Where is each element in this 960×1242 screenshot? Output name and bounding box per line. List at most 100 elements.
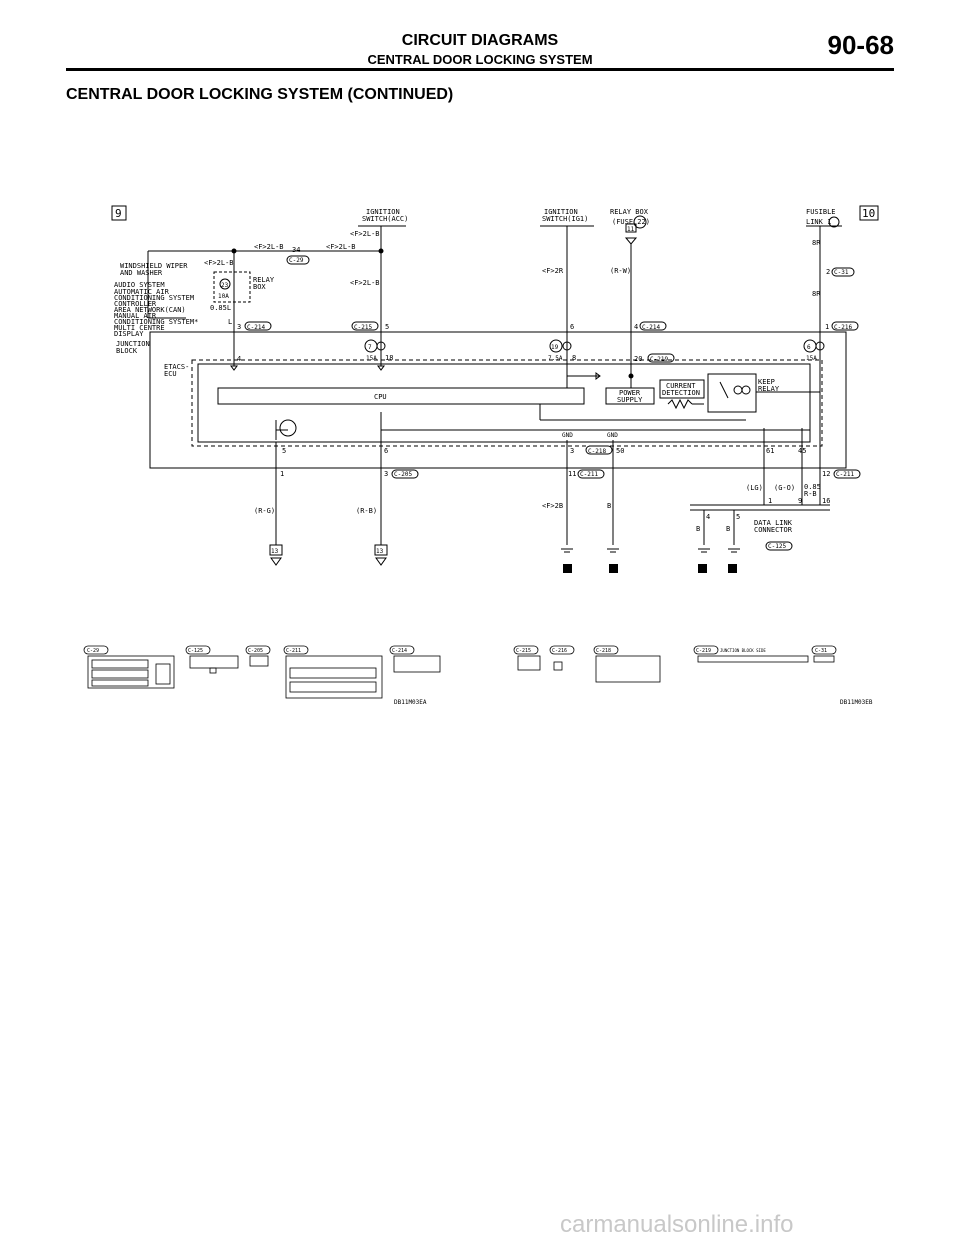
- fuse23: 23: [221, 282, 229, 289]
- ref-13a: 13: [271, 548, 279, 555]
- wire-f2lb-2: <F>2L-B: [254, 243, 284, 251]
- pin-5b: 5: [282, 447, 286, 455]
- face-c214: C-214: [392, 648, 407, 654]
- pin-18: 18: [385, 354, 393, 362]
- fuse19-amp: 7.5A: [548, 355, 563, 362]
- gnd-2: GND: [607, 432, 618, 439]
- ign-acc-2: SWITCH(ACC): [362, 215, 408, 223]
- face-c215: C-215: [516, 648, 531, 654]
- gnd-1: GND: [562, 432, 573, 439]
- fuse7: 7: [368, 344, 372, 351]
- fuse6: 6: [807, 344, 811, 351]
- conn-c218: C-218: [588, 448, 606, 455]
- pin-1c: 1: [280, 470, 284, 478]
- sheet-label-left: 9: [115, 207, 122, 220]
- load-5: CONTROLLER: [114, 300, 157, 308]
- load-2: AUDIO SYSTEM: [114, 281, 165, 289]
- watermark: carmanualsonline.info: [560, 1211, 794, 1238]
- junction-block-side: JUNCTION BLOCK SIDE: [720, 648, 766, 653]
- conn-c216: C-216: [834, 324, 852, 331]
- pin-5-dlc: 5: [736, 513, 740, 521]
- current-detection-1: CURRENT: [666, 382, 696, 390]
- data-link-2: CONNECTOR: [754, 526, 793, 534]
- header-title: CIRCUIT DIAGRAMS: [401, 32, 559, 49]
- ground-ref-1: 6: [611, 565, 616, 574]
- pin-9: 9: [798, 497, 802, 505]
- conn-c211-b: C-211: [836, 471, 854, 478]
- figure-code-right: DB11M03EB: [840, 699, 873, 706]
- pin-61: 61: [766, 447, 774, 455]
- power-supply-2: SUPPLY: [617, 396, 643, 404]
- cpu-label: CPU: [374, 393, 387, 401]
- conn-c219: C-219: [650, 356, 668, 363]
- fuse19: 19: [551, 344, 559, 351]
- face-c216: C-216: [552, 648, 567, 654]
- pin-1: 1: [825, 323, 829, 331]
- load-3: AUTOMATIC AIR: [114, 288, 170, 296]
- pin-8: 8: [572, 354, 576, 362]
- conn-c29: C-29: [289, 257, 304, 264]
- load-0: WINDSHIELD WIPER: [120, 262, 188, 270]
- pin-34: 34: [292, 246, 300, 254]
- load-8: CONDITIONING SYSTEM*: [114, 318, 198, 326]
- relay-box-1: RELAY: [253, 276, 275, 284]
- load-6: AREA NETWORK(CAN): [114, 306, 186, 314]
- pin-45: 45: [798, 447, 806, 455]
- conn-c205: C-205: [394, 471, 412, 478]
- keep-relay-2: RELAY: [758, 385, 780, 393]
- face-c205: C-205: [248, 648, 263, 654]
- ground-ref-2: 5: [700, 565, 705, 574]
- conn-c125: C-125: [768, 543, 786, 550]
- fusible-link-2: LINK 1: [806, 218, 831, 226]
- relay-box-top-2: (FUSE 22): [612, 218, 650, 226]
- pin-16: 16: [822, 497, 830, 505]
- pin-50: 50: [616, 447, 624, 455]
- ign-ig1-1: IGNITION: [544, 208, 578, 216]
- wire-b-2: B: [696, 525, 700, 533]
- wire-b-3: B: [726, 525, 730, 533]
- etacs-2: ECU: [164, 370, 177, 378]
- ground-ref-0: 5: [565, 565, 570, 574]
- load-1: AND WASHER: [120, 269, 163, 277]
- fuse7-amp: 15A: [366, 355, 377, 362]
- pin-3b: 3: [384, 470, 388, 478]
- wire-8r-1: 8R: [812, 239, 821, 247]
- face-c125: C-125: [188, 648, 203, 654]
- load-10: DISPLAY: [114, 330, 144, 338]
- pin-6b: 6: [384, 447, 388, 455]
- load-7: MANUAL AIR: [114, 312, 157, 320]
- sheet-marker-right: [859, 205, 879, 221]
- wire-8r-2: 8R: [812, 290, 821, 298]
- wire-go: (G-O): [774, 484, 795, 492]
- pin-5: 5: [385, 323, 389, 331]
- wire-085l: 0.85L: [210, 304, 231, 312]
- pin-11: 11: [568, 470, 576, 478]
- ign-ig1-2: SWITCH(IG1): [542, 215, 588, 223]
- wire-f2lb-1: <F>2L-B: [350, 230, 380, 238]
- pin-4: 4: [634, 323, 638, 331]
- fusible-link-1: FUSIBLE: [806, 208, 836, 216]
- face-c218: C-218: [596, 648, 611, 654]
- face-c219: C-219: [696, 648, 711, 654]
- relay-box-top-1: RELAY BOX: [610, 208, 649, 216]
- pin-6: 6: [570, 323, 574, 331]
- wire-rg: (R-G): [254, 507, 275, 515]
- wire-085rb-2: R-B: [804, 490, 817, 498]
- etacs-1: ETACS-: [164, 363, 189, 371]
- conn-c214-a: C-214: [247, 324, 265, 331]
- fuse6-amp: 15A: [806, 355, 817, 362]
- face-c31: C-31: [815, 648, 827, 654]
- pin-2: 2: [826, 268, 830, 276]
- wire-b-1: B: [607, 502, 611, 510]
- wire-f2r: <F>2R: [542, 267, 564, 275]
- conn-c31: C-31: [834, 269, 849, 276]
- fuse23-amp: 10A: [218, 293, 229, 300]
- wire-f2lb-5: <F>2L-B: [350, 279, 380, 287]
- ground-ref-3: 5: [730, 565, 735, 574]
- wire-l: L: [228, 318, 232, 326]
- wire-f2lb-4: <F>2L-B: [204, 259, 234, 267]
- load-4: CONDITIONING SYSTEM: [114, 294, 194, 302]
- wire-rb: (R-B): [356, 507, 377, 515]
- pin-4b: 4: [237, 355, 241, 363]
- junction-block-1: JUNCTION: [116, 340, 150, 348]
